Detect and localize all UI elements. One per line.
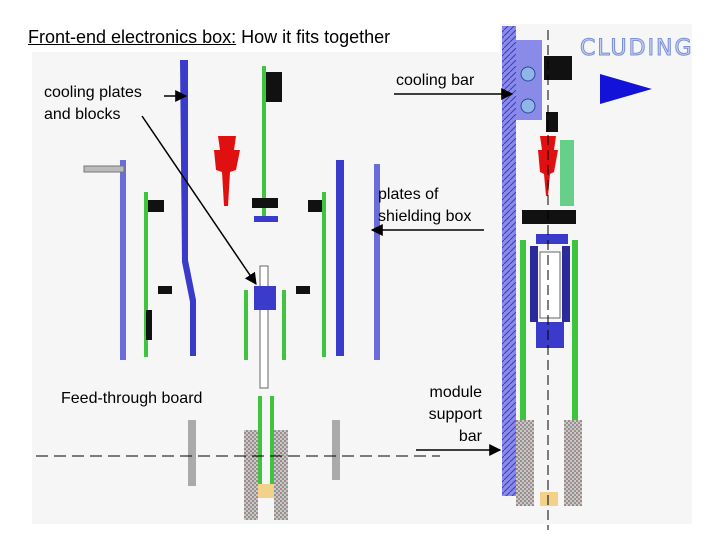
feedthrough-pcb-2 [270, 396, 274, 486]
logo: CLUDING [580, 36, 694, 62]
left-block [148, 200, 164, 212]
top-block-2 [546, 112, 558, 132]
left-shielding-plate [180, 60, 196, 356]
right-pcb [322, 192, 326, 357]
left-outer-plate [120, 160, 126, 360]
assembled-base-left [516, 420, 534, 506]
base-yellow [258, 484, 274, 498]
assembled-base-right [564, 420, 582, 506]
left-standoff [188, 420, 196, 486]
upper-block [266, 72, 282, 102]
assembled-right-pcb [572, 240, 578, 450]
left-chip [158, 286, 172, 294]
cooling-block [254, 286, 276, 310]
assembled-inner-right [562, 246, 570, 322]
cooling-tube-1 [520, 66, 536, 82]
right-chip [296, 286, 310, 294]
label-cooling-bar: cooling bar [396, 72, 475, 89]
assembled-cooling-block [536, 322, 564, 348]
mid-blue-strip [536, 234, 568, 244]
right-standoff [332, 420, 340, 480]
assembled-base-yellow [540, 492, 558, 506]
centre-right-pcb [282, 290, 286, 360]
assembled-post [539, 251, 561, 319]
label-module-support: module support bar [428, 384, 482, 445]
red-connector [214, 136, 240, 206]
arrow-cooling-blocks [141, 115, 257, 285]
direction-arrow [600, 74, 652, 104]
title-rest: How it fits together [236, 27, 391, 47]
title-underlined: Front-end electronics box: [28, 27, 237, 47]
label-shielding: plates of shielding box [378, 186, 472, 225]
mid-block [522, 210, 576, 224]
top-block [544, 56, 572, 80]
assembled-left-pcb [520, 240, 526, 450]
assembled-inner-left [530, 246, 538, 322]
upper-pcb [262, 66, 266, 216]
centre-left-pcb [244, 290, 248, 360]
left-pcb [144, 192, 148, 357]
label-feedthrough: Feed-through board [61, 390, 203, 407]
right-shielding-plate [336, 160, 344, 356]
base-left [244, 430, 258, 520]
top-pcb-teal [560, 140, 574, 206]
page-title: Front-end electronics box: How it fits t… [28, 27, 390, 48]
cooling-tube-2 [520, 98, 536, 114]
upper-blue-strip [254, 216, 278, 222]
left-screw [83, 165, 125, 173]
right-outer-plate [374, 164, 380, 360]
base-right [274, 430, 288, 520]
exploded-view [36, 60, 440, 520]
label-cooling-plates: cooling plates and blocks [44, 84, 142, 123]
module-support-bar-outer [502, 26, 516, 496]
upper-base [252, 198, 278, 208]
feedthrough-pcb [258, 396, 262, 486]
centre-post [259, 265, 269, 389]
left-chip-2 [146, 310, 152, 340]
assembled-view [502, 26, 652, 530]
right-block [308, 200, 322, 212]
